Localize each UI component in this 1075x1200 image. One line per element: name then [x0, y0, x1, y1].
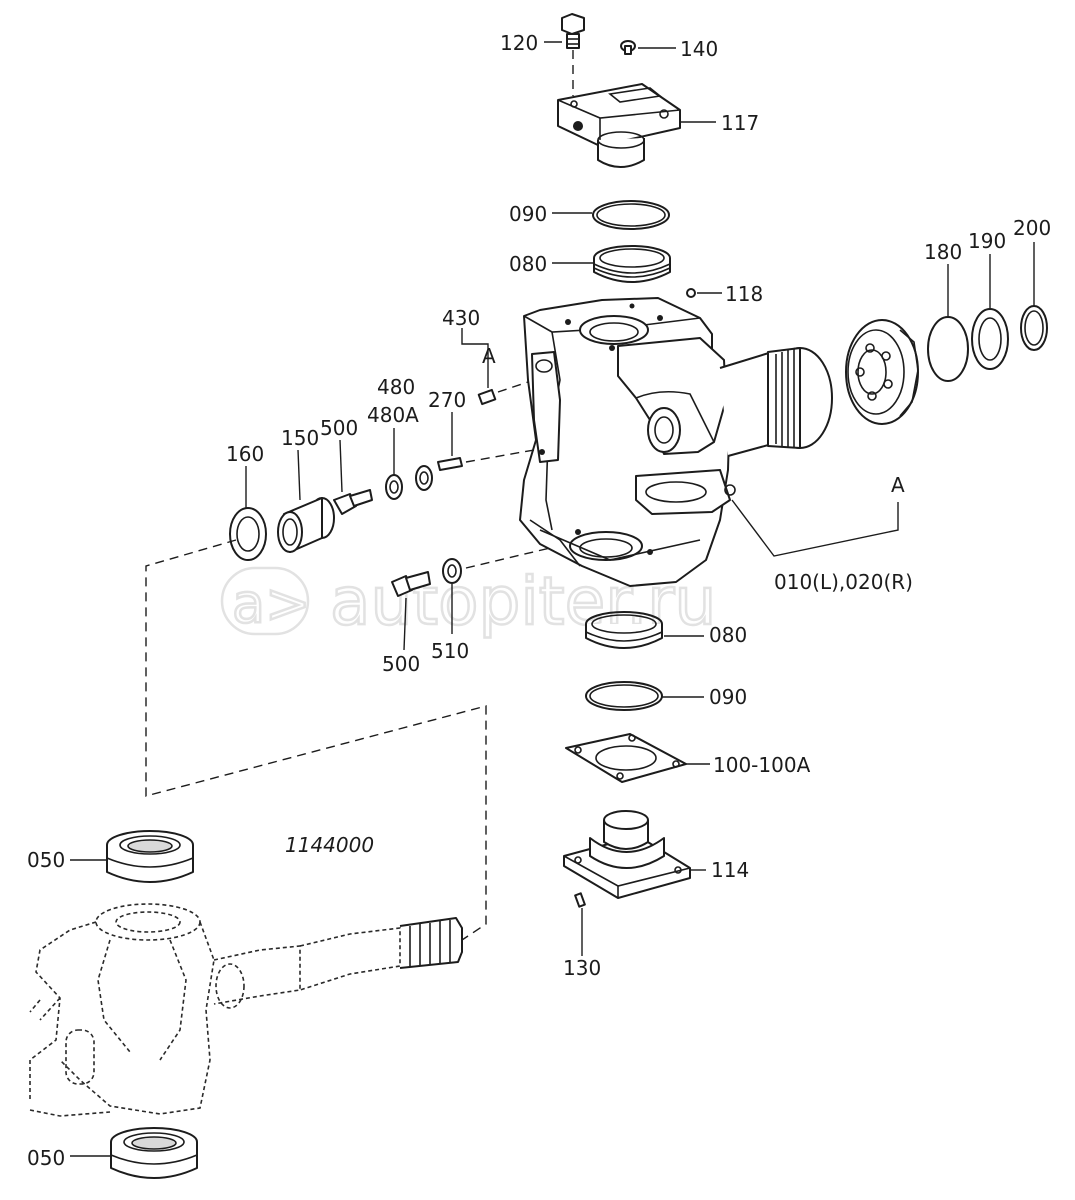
spline-teeth	[775, 349, 795, 448]
cover-117	[557, 83, 681, 168]
label-050-top: 050	[27, 848, 65, 872]
label-080-top: 080	[509, 252, 547, 276]
plug-118	[686, 288, 696, 298]
label-180: 180	[924, 240, 962, 264]
washer-510	[442, 547, 551, 584]
axle-spline	[409, 920, 451, 966]
bearing-050-top	[106, 830, 194, 883]
assembly-dash-lines	[145, 539, 487, 941]
leader-lines	[70, 41, 1035, 1157]
label-ref-a-right: A	[891, 473, 905, 497]
diagram-code: 1144000	[285, 833, 374, 857]
label-100-100a: 100-100A	[713, 753, 811, 777]
screw-140	[620, 40, 636, 55]
axle-housing-ghost	[29, 903, 463, 1117]
label-090-bottom: 090	[709, 685, 747, 709]
label-150: 150	[281, 426, 319, 450]
pin-130	[574, 892, 586, 908]
label-160: 160	[226, 442, 264, 466]
label-480: 480	[377, 375, 415, 399]
label-480a: 480A	[367, 403, 419, 427]
seal-160	[229, 507, 267, 561]
washer-480	[415, 465, 433, 491]
race-080-bottom	[585, 611, 663, 649]
label-010-020: 010(L),020(R)	[774, 570, 913, 594]
label-090-top: 090	[509, 202, 547, 226]
svg-text:a>: a>	[232, 572, 310, 635]
oring-090-top	[592, 200, 670, 230]
bolt-500-top	[333, 489, 373, 515]
fitting-430	[477, 381, 529, 406]
label-500-bottom: 500	[382, 652, 420, 676]
ring-200	[1020, 305, 1048, 351]
pin-270	[437, 449, 535, 471]
race-080-top	[593, 245, 671, 283]
seal-190	[971, 308, 1009, 370]
label-114: 114	[711, 858, 749, 882]
washer-480a	[385, 474, 403, 500]
label-500-top: 500	[320, 416, 358, 440]
label-190: 190	[968, 229, 1006, 253]
label-270: 270	[428, 388, 466, 412]
label-118: 118	[725, 282, 763, 306]
gasket-100	[565, 733, 687, 783]
bearing-050-bottom	[110, 1127, 198, 1179]
label-050-bottom: 050	[27, 1146, 65, 1170]
knuckle-housing-010-020	[519, 297, 833, 587]
label-430: 430	[442, 306, 480, 330]
bushing-150	[277, 497, 335, 553]
label-120: 120	[500, 31, 538, 55]
label-117: 117	[721, 111, 759, 135]
label-130: 130	[563, 956, 601, 980]
bolt-500-bottom	[391, 571, 431, 597]
label-510: 510	[431, 639, 469, 663]
oring-090-bottom	[585, 681, 663, 711]
hub-flange	[845, 319, 919, 425]
washer-180	[927, 316, 969, 382]
label-080-bottom: 080	[709, 623, 747, 647]
label-ref-a-left: A	[482, 344, 496, 368]
label-200: 200	[1013, 216, 1051, 240]
cap-114	[563, 810, 691, 899]
part-labels: 120 140 117 090 080 118 180 190 200 430 …	[27, 31, 1051, 1170]
bolt-120	[561, 13, 585, 96]
label-140: 140	[680, 37, 718, 61]
